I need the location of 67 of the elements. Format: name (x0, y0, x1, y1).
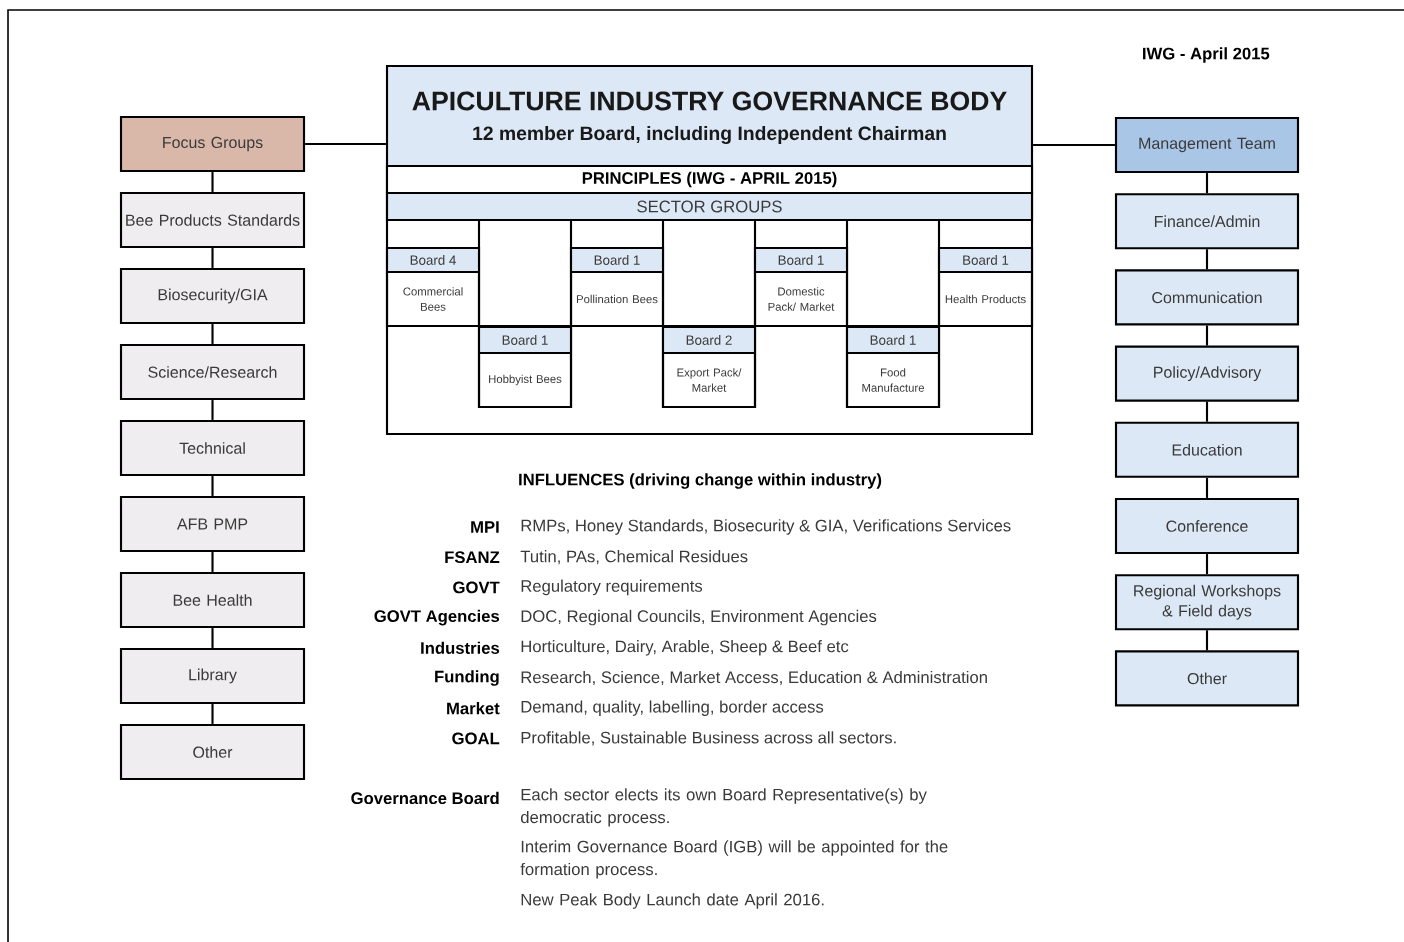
sector-box: Board 1 Hobbyist Bees (477, 325, 573, 409)
subtitle: 12 member Board, including Independent Chairman (473, 125, 946, 145)
group-box: Biosecurity/GIA (119, 267, 306, 325)
influence-text: Tutin, PAs, Chemical Residues (520, 550, 748, 565)
connector-line (1205, 630, 1209, 651)
sector-box: Board 1 Health Products (937, 246, 1034, 328)
sector-box: Board 1 Pollination Bees (569, 246, 665, 328)
group-box: AFB PMP (119, 495, 306, 553)
connector-line (211, 476, 214, 496)
connector-line (211, 248, 214, 268)
note-paragraph: Each sector elects its own Board Representative(s) by democratic process. (520, 788, 927, 827)
sector-box: Board 1 Domestic Pack/ Market (753, 246, 849, 328)
influence-key: Market (447, 702, 500, 715)
connector-line (1205, 325, 1209, 346)
group-box: Library (119, 647, 306, 705)
connector-line (211, 400, 214, 420)
sector-box: Board 4 Commercial Bees (385, 246, 481, 328)
group-box: Education (1114, 421, 1300, 478)
influence-key: MPI (471, 521, 499, 533)
influence-key: Funding (435, 670, 499, 686)
group-box: Technical (119, 419, 306, 477)
connector-line (1205, 554, 1209, 575)
connector-line (211, 552, 214, 572)
group-box: Policy/Advisory (1114, 345, 1300, 402)
sector-box: Board 2 Export Pack/ Market (661, 325, 757, 409)
connector-line (1205, 249, 1209, 270)
group-box: Other (119, 723, 306, 781)
group-box: Management Team (1114, 116, 1300, 174)
influence-text: Demand, quality, labelling, border access (521, 700, 824, 716)
influence-key: Industries (421, 641, 500, 654)
note-paragraph: New Peak Body Launch date April 2016. (521, 893, 824, 909)
influence-text: Regulatory requirements (521, 579, 703, 596)
sector-box: Board 1 Food Manufacture (845, 325, 941, 409)
influence-text: RMPs, Honey Standards, Biosecurity & GIA, Verifications Services (521, 519, 1011, 535)
connector-line (1033, 143, 1115, 147)
principles-band: PRINCIPLES (IWG - APRIL 2015) (385, 164, 1034, 195)
connector-line (211, 172, 214, 192)
influence-text: Horticulture, Dairy, Arable, Sheep & Beef etc (521, 640, 849, 656)
group-box: Science/Research (119, 343, 306, 401)
influence-text: Profitable, Sustainable Business across all sectors. (521, 731, 896, 746)
group-box: Other (1114, 650, 1300, 707)
section-heading: INFLUENCES (driving change within industry) (519, 473, 882, 489)
group-box: Bee Health (119, 571, 306, 629)
connector-line (211, 704, 214, 724)
date-note: IWG - April 2015 (1143, 47, 1270, 63)
connector-line (211, 324, 214, 344)
title: APICULTURE INDUSTRY GOVERNANCE BODY (412, 91, 1007, 111)
group-box: Focus Groups (119, 115, 306, 173)
group-box: Conference (1114, 497, 1300, 555)
influence-key: FSANZ (445, 551, 500, 564)
influence-text: Research, Science, Market Access, Education & Administration (521, 670, 987, 686)
influence-key: GOVT Agencies (374, 609, 500, 626)
influence-key: Governance Board (351, 791, 499, 805)
connector-line (305, 142, 386, 146)
influence-key: GOAL (452, 732, 500, 745)
connector-line (1205, 401, 1209, 422)
group-box: Regional Workshops & Field days (1114, 574, 1300, 631)
influence-key: GOVT (453, 581, 500, 594)
connector-line (211, 628, 214, 648)
group-box: Communication (1114, 269, 1300, 326)
connector-line (1205, 173, 1209, 194)
group-box: Finance/Admin (1114, 193, 1300, 250)
sector-groups-band: SECTOR GROUPS (385, 191, 1034, 222)
note-paragraph: Interim Governance Board (IGB) will be appointed for the formation process. (520, 840, 948, 879)
group-box: Bee Products Standards (119, 191, 306, 249)
connector-line (1205, 477, 1209, 498)
influence-text: DOC, Regional Councils, Environment Agencies (521, 609, 877, 626)
